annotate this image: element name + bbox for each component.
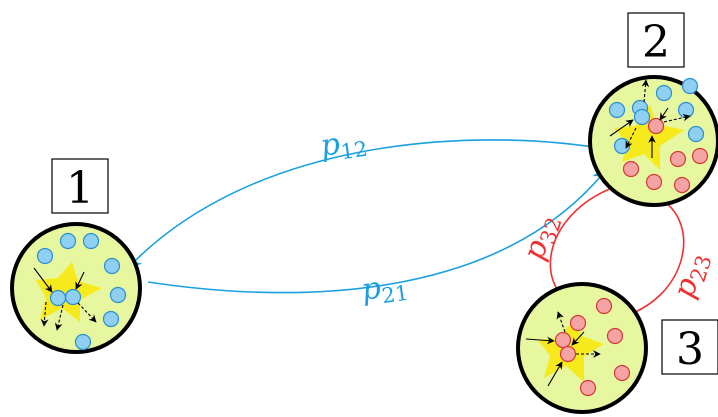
inflow-arrow	[525, 336, 555, 345]
outflow-arrow	[641, 79, 650, 103]
edge-p23-label: p23	[666, 248, 716, 303]
patch-3-label: 3	[676, 324, 704, 375]
patch-3-flows	[525, 311, 601, 387]
patch-2: 2	[588, 12, 718, 207]
agent-red	[559, 345, 577, 363]
patch-2-label-box	[627, 12, 685, 68]
agent-red	[579, 379, 597, 397]
agent-blue	[655, 84, 673, 102]
patch-1: 1	[10, 158, 142, 354]
inflow-arrow	[75, 271, 85, 290]
agent-red	[554, 331, 572, 349]
patch-1-label: 1	[66, 163, 94, 214]
agent-red	[595, 297, 613, 315]
edge-p32-label: p32	[516, 210, 566, 265]
edge-p12: p12	[127, 123, 613, 270]
outflow-arrow	[40, 301, 49, 327]
agent-red	[645, 173, 663, 191]
agent-blue	[103, 257, 121, 275]
agent-red	[691, 147, 709, 165]
agent-red	[613, 364, 631, 382]
agent-red	[622, 160, 640, 178]
edge-p21-label: p21	[359, 267, 410, 311]
inflow-arrow	[547, 361, 563, 387]
agent-blue	[59, 232, 77, 250]
edge-p21: p21	[147, 168, 607, 311]
outflow-arrow	[77, 302, 97, 323]
patch-1-label-box	[51, 158, 109, 214]
agent-blue	[677, 101, 695, 119]
agent-blue	[608, 101, 626, 119]
agent-blue	[36, 247, 54, 265]
patch-1-flows	[33, 267, 97, 331]
agent-blue	[681, 77, 699, 95]
patch-2-flows	[609, 79, 691, 158]
edge-p21-curve	[147, 168, 607, 294]
agent-red	[669, 150, 687, 168]
agent-blue	[687, 125, 705, 143]
outflow-arrow	[54, 304, 64, 331]
outflow-arrow	[556, 311, 566, 333]
agent-red	[673, 176, 691, 194]
patch-3-label-box	[661, 319, 718, 375]
agent-blue	[633, 108, 651, 126]
inflow-arrow	[659, 107, 669, 121]
agent-blue	[74, 333, 92, 351]
edge-p23-curve	[617, 192, 685, 319]
agent-blue	[109, 286, 127, 304]
inflow-arrow	[609, 119, 634, 137]
agent-red	[569, 314, 587, 332]
edge-p12-curve	[127, 139, 613, 270]
agent-red	[647, 117, 665, 135]
patch-2-label: 2	[642, 17, 670, 68]
outflow-arrow	[663, 113, 691, 123]
patch-2-agents-red	[622, 117, 709, 194]
edge-p23: p23	[617, 192, 717, 319]
edge-p12-label: p12	[318, 123, 369, 167]
outflow-arrow	[625, 127, 637, 149]
patch-3-agents	[554, 297, 631, 397]
agent-red	[606, 327, 624, 345]
agent-blue	[49, 289, 67, 307]
agent-blue	[64, 288, 82, 306]
patch-1-agents	[36, 232, 127, 351]
inflow-arrow	[33, 267, 53, 293]
patch-3: 3	[516, 282, 718, 414]
inflow-arrow	[571, 331, 585, 346]
agent-blue	[82, 232, 100, 250]
agent-blue	[102, 310, 120, 328]
